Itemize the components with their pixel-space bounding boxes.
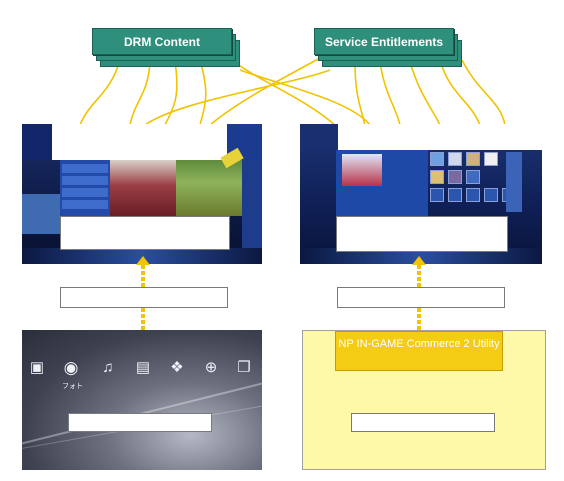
service-entitlements-node: Service Entitlements — [314, 28, 462, 67]
network-globe-icon: ⊕ — [204, 359, 218, 376]
np-in-game-commerce-utility: NP IN-GAME Commerce 2 Utility — [335, 331, 503, 371]
utility-placeholder — [351, 413, 495, 432]
right-middle-placeholder — [337, 287, 505, 308]
film-icon: ▤ — [135, 359, 151, 376]
store-screenshot-left — [22, 124, 262, 264]
xmb-panel — [22, 330, 262, 470]
right-lower-arrow — [417, 308, 421, 330]
camera-icon: ◉ — [63, 358, 79, 377]
xmb-placeholder — [68, 413, 212, 432]
drm-content-label: DRM Content — [92, 28, 232, 55]
service-entitlements-label: Service Entitlements — [314, 28, 454, 55]
left-upper-arrowhead — [136, 256, 150, 265]
right-screen-placeholder — [336, 216, 508, 252]
gamepad-icon: ❖ — [170, 359, 184, 376]
right-upper-arrow — [417, 265, 421, 287]
store-screenshot-right — [300, 124, 542, 264]
left-screen-placeholder — [60, 216, 230, 250]
left-middle-placeholder — [60, 287, 228, 308]
photo-label: フォト — [62, 383, 83, 390]
right-upper-arrowhead — [412, 256, 426, 265]
left-lower-arrow — [141, 308, 145, 330]
music-note-icon: ♫ — [102, 359, 114, 376]
left-upper-arrow — [141, 265, 145, 287]
toolbox-icon: ▣ — [29, 359, 45, 376]
drm-content-node: DRM Content — [92, 28, 240, 67]
friends-icon: ❐ — [237, 359, 251, 376]
